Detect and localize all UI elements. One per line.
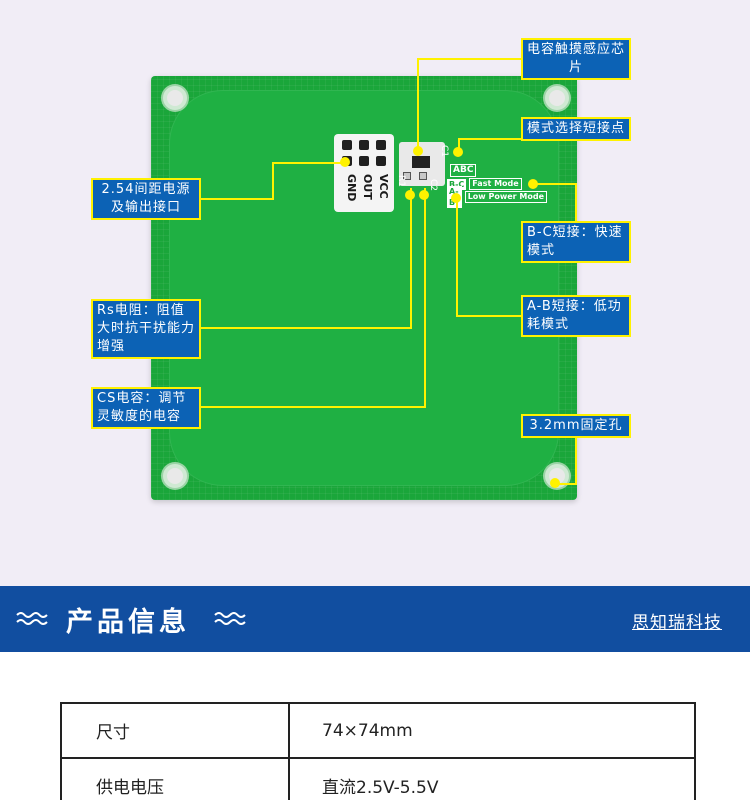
spec-value: 直流2.5V-5.5V bbox=[288, 757, 696, 800]
pin-header: VCC OUT GND bbox=[334, 134, 394, 212]
mount-hole bbox=[163, 86, 187, 110]
table-row: 尺寸 74×74mm bbox=[60, 702, 696, 759]
marker-dot bbox=[550, 478, 560, 488]
callout-rs-resistor: Rs电阻：阻值大时抗干扰能力增强 bbox=[91, 299, 201, 359]
mode-row-fast: B-C Fast Mode bbox=[447, 178, 547, 190]
brand-link[interactable]: 思知瑞科技 bbox=[632, 613, 722, 633]
section-title: 产品信息 bbox=[66, 607, 190, 638]
mount-hole bbox=[545, 86, 569, 110]
marker-dot bbox=[340, 157, 350, 167]
spec-key: 尺寸 bbox=[60, 702, 290, 759]
marker-dot bbox=[405, 190, 415, 200]
ic-area bbox=[399, 142, 445, 186]
mode-row-low-power: A-B Low Power Mode bbox=[447, 186, 547, 208]
pin-label-gnd: GND bbox=[345, 174, 358, 202]
marker-dot bbox=[451, 193, 461, 203]
callout-sensor-chip: 电容触摸感应芯片 bbox=[521, 38, 631, 80]
touch-ic-chip bbox=[412, 156, 430, 168]
product-image-area: VCC OUT GND C1 R1 C2 ABC B-C Fast Mode A… bbox=[91, 38, 631, 500]
callout-low-power: A-B短接：低功耗模式 bbox=[521, 295, 631, 337]
spec-key: 供电电压 bbox=[60, 757, 290, 800]
label-c2: C2 bbox=[428, 178, 439, 192]
callout-cs-capacitor: CS电容：调节灵敏度的电容 bbox=[91, 387, 201, 429]
marker-dot bbox=[528, 179, 538, 189]
resistor-r1 bbox=[403, 172, 411, 180]
pin-label-vcc: VCC bbox=[377, 174, 390, 199]
spec-table: 尺寸 74×74mm 供电电压 直流2.5V-5.5V bbox=[60, 702, 696, 800]
wave-icon bbox=[16, 612, 48, 625]
callout-power-header: 2.54间距电源及输出接口 bbox=[91, 178, 201, 220]
info-banner: 产品信息 思知瑞科技 bbox=[0, 586, 750, 652]
callout-fast-mode: B-C短接：快速模式 bbox=[521, 221, 631, 263]
abc-jumper-label: ABC bbox=[450, 164, 477, 177]
marker-dot bbox=[413, 146, 423, 156]
callout-mode-jumper: 模式选择短接点 bbox=[521, 117, 631, 141]
spec-section: 尺寸 74×74mm 供电电压 直流2.5V-5.5V bbox=[0, 652, 750, 800]
label-r1: R1 bbox=[395, 175, 406, 187]
table-row: 供电电压 直流2.5V-5.5V bbox=[60, 757, 696, 800]
marker-dot bbox=[453, 147, 463, 157]
marker-dot bbox=[419, 190, 429, 200]
mount-hole bbox=[163, 464, 187, 488]
pcb-board: VCC OUT GND C1 R1 C2 ABC B-C Fast Mode A… bbox=[151, 76, 577, 500]
capacitor-c2 bbox=[419, 172, 427, 180]
wave-icon bbox=[214, 612, 246, 625]
callout-mount-hole: 3.2mm固定孔 bbox=[521, 414, 631, 438]
label-c1: C1 bbox=[439, 144, 450, 158]
spec-value: 74×74mm bbox=[288, 702, 696, 759]
pin-label-out: OUT bbox=[361, 174, 374, 200]
